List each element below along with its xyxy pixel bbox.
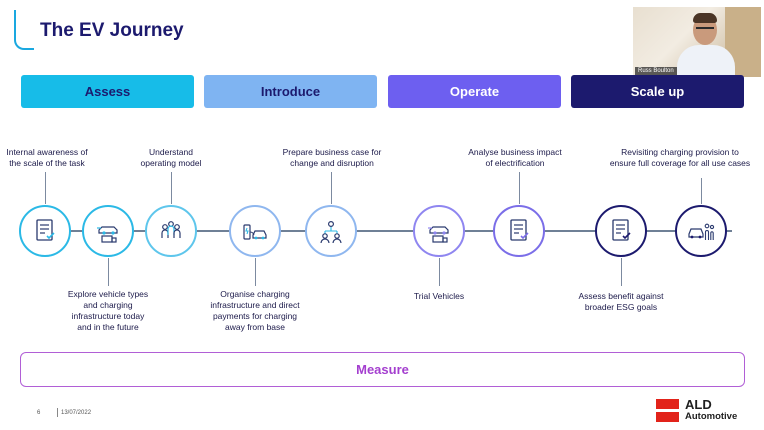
step-4-text: Organise charging infrastructure and dir… [210, 289, 300, 332]
brand-name: ALD [685, 397, 712, 412]
webcam-video-tile[interactable]: Russ Boulton [633, 7, 761, 77]
webcam-person-body [677, 45, 735, 77]
timeline-line [20, 230, 732, 232]
step-1-connector [45, 172, 46, 204]
step-6-connector [439, 258, 440, 286]
step-2-node [82, 205, 134, 257]
step-3-text: Understand operating model [140, 147, 202, 168]
footer-date: 13/07/2022 [61, 410, 92, 416]
page-number: 6 [37, 410, 41, 416]
organisation-icon [320, 220, 342, 244]
title-bracket-decoration [14, 10, 34, 50]
step-4-node [229, 205, 281, 257]
step-4-connector [255, 258, 256, 286]
brand-subtitle: Automotive [685, 411, 738, 422]
step-8-node [595, 205, 647, 257]
step-7-connector [519, 172, 520, 204]
step-7-text: Analyse business impact of electrificati… [468, 147, 562, 168]
footer-divider [57, 408, 58, 417]
step-5-connector [331, 172, 332, 204]
step-9-text: Revisiting charging provision to ensure … [609, 147, 751, 168]
step-2-connector [108, 258, 109, 286]
step-7-node [493, 205, 545, 257]
step-6-text: Trial Vehicles [413, 291, 465, 301]
step-8-text: Assess benefit against broader ESG goals [578, 291, 664, 312]
step-9-node [675, 205, 727, 257]
step-3-node [145, 205, 197, 257]
ald-logo-icon [656, 399, 679, 422]
participant-name-label: Russ Boulton [635, 67, 677, 75]
slide-title: The EV Journey [40, 20, 184, 41]
phase-assess: Assess [21, 75, 194, 108]
webcam-person-hair [693, 13, 717, 23]
car-van-icon [97, 226, 118, 243]
document-checklist-icon [612, 219, 631, 241]
step-8-connector [621, 258, 622, 286]
car-people-icon [688, 223, 715, 240]
document-checklist-icon [36, 219, 55, 241]
step-1-node [19, 205, 71, 257]
step-6-node [413, 205, 465, 257]
people-group-icon [161, 221, 181, 238]
step-9-connector [701, 178, 702, 204]
step-5-text: Prepare business case for change and dis… [282, 147, 382, 168]
charging-car-icon [243, 224, 267, 240]
phase-scale-up: Scale up [571, 75, 744, 108]
measure-bar: Measure [20, 352, 745, 387]
step-3-connector [171, 172, 172, 204]
step-2-text: Explore vehicle types and charging infra… [67, 289, 149, 332]
car-van-icon [428, 226, 449, 243]
phase-operate: Operate [388, 75, 561, 108]
step-1-text: Internal awareness of the scale of the t… [6, 147, 88, 168]
webcam-person-glasses [696, 27, 714, 33]
step-5-node [305, 205, 357, 257]
document-checklist-icon [510, 219, 529, 241]
phase-introduce: Introduce [204, 75, 377, 108]
